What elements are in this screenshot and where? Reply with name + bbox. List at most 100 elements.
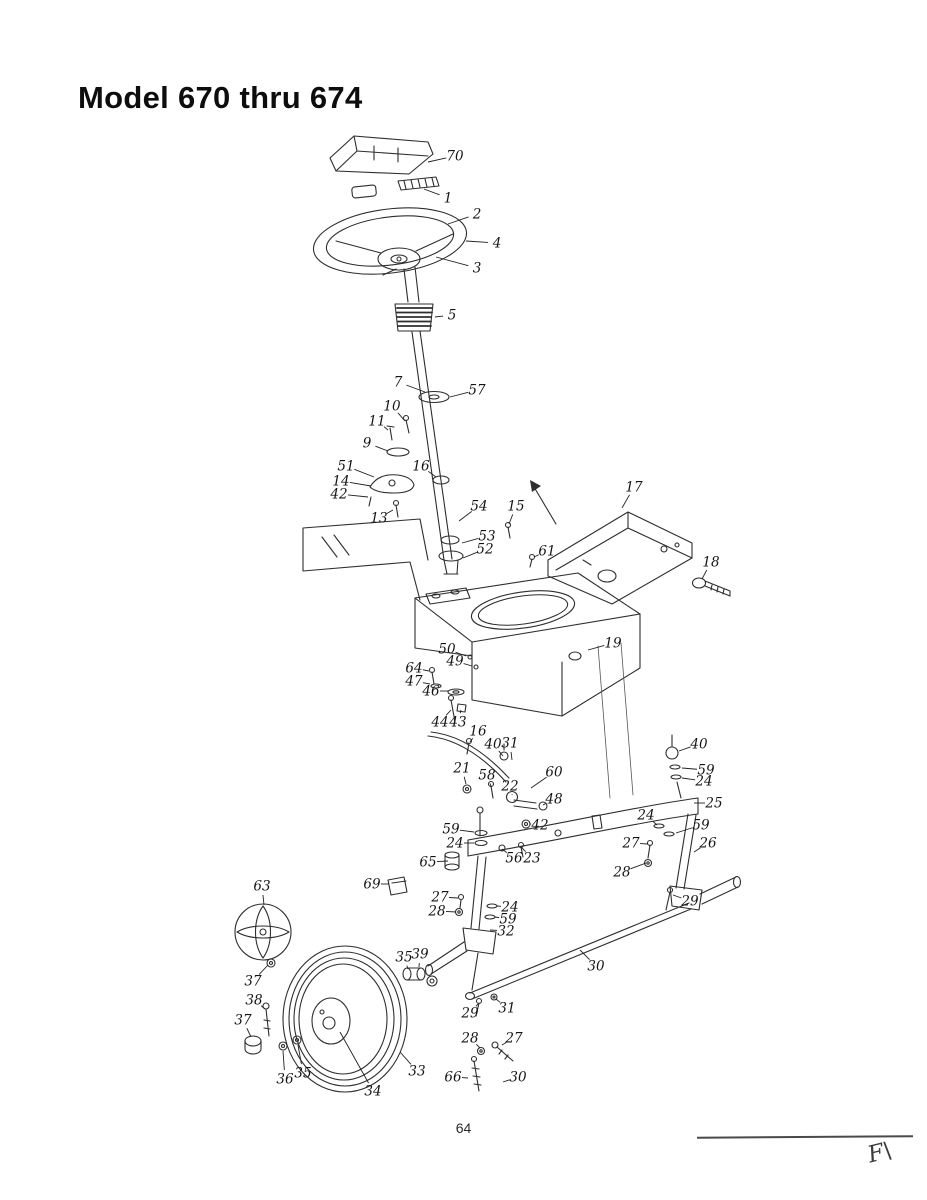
part-callout-54-69: 69	[363, 877, 381, 893]
leader-line-16-54	[458, 511, 473, 522]
leader-line-65-35	[406, 965, 409, 970]
page-number: 64	[455, 1120, 472, 1136]
leader-line-32-40	[498, 750, 504, 757]
part-callout-44-59: 59	[442, 822, 460, 838]
leader-line-26-64	[422, 669, 430, 672]
part-callout-4-3: 3	[473, 261, 482, 277]
leader-line-19-52	[462, 551, 477, 559]
leader-line-25-49	[463, 663, 473, 667]
part-callout-1-1: 1	[444, 191, 453, 207]
part-callout-76-66: 66	[444, 1070, 462, 1086]
leader-line-23-19	[587, 644, 605, 651]
part-callout-15-16: 16	[412, 459, 430, 475]
leader-line-12-14	[349, 482, 372, 487]
drag-link	[427, 731, 548, 829]
part-callout-23-19: 19	[604, 636, 622, 652]
part-callout-51-23: 23	[522, 851, 540, 867]
part-callout-36-22: 22	[500, 779, 518, 795]
leader-line-13-42	[347, 494, 369, 498]
part-callout-14-13: 13	[370, 511, 387, 527]
part-callout-35-58: 58	[478, 768, 496, 784]
leader-line-1-1	[423, 188, 440, 196]
leader-line-17-15	[508, 514, 514, 525]
leader-line-27-47	[422, 682, 431, 685]
part-callout-13-42: 42	[329, 487, 347, 503]
leader-line-3-4	[465, 240, 489, 243]
steering-boot-part5	[394, 303, 434, 332]
leader-line-37-60	[530, 776, 547, 789]
leader-line-30-43	[459, 709, 462, 714]
hub-cap-part63	[234, 903, 292, 968]
part-callout-67-30: 30	[587, 959, 605, 975]
leader-line-74-28	[476, 1044, 481, 1049]
page-title: Model 670 thru 674	[78, 80, 363, 115]
part-callout-48-27: 27	[621, 836, 640, 852]
part-callout-17-15: 15	[507, 499, 524, 515]
part-callout-57-24: 24	[500, 900, 518, 916]
leader-line-46-24	[652, 820, 658, 826]
front-axle	[467, 797, 699, 858]
part-callout-45-24: 24	[445, 836, 463, 852]
leader-line-5-5	[434, 315, 444, 318]
steering-shaft	[411, 330, 453, 561]
leader-line-34-21	[463, 776, 467, 785]
shaft-hardware	[368, 414, 512, 575]
leader-line-24-50	[455, 651, 467, 657]
support-bracket-part17	[528, 511, 693, 605]
part-callout-66-39: 39	[411, 947, 429, 963]
part-callout-72-34: 34	[364, 1084, 381, 1100]
part-callout-63-38: 38	[245, 993, 263, 1009]
leader-line-69-31	[495, 998, 501, 1003]
direction-arrow	[530, 480, 557, 525]
leader-line-75-27	[501, 1042, 507, 1046]
bolt-part18	[691, 577, 731, 597]
part-callout-0-70: 70	[446, 149, 464, 165]
part-callout-43-42: 42	[530, 818, 548, 834]
part-callout-70-36: 36	[276, 1072, 294, 1088]
part-callout-68-29: 29	[460, 1006, 479, 1022]
leader-line-15-16	[427, 470, 437, 478]
leader-line-44-59	[459, 829, 475, 833]
part-callout-24-50: 50	[438, 642, 456, 658]
part-callout-56-28: 28	[427, 904, 446, 920]
part-callout-38-48: 48	[544, 792, 563, 808]
leader-line-67-30	[579, 949, 590, 960]
leader-line-20-17	[621, 494, 630, 509]
part-callout-28-46: 46	[421, 684, 440, 700]
part-callout-60-29: 29	[680, 894, 699, 910]
leader-line-39-40	[678, 746, 691, 752]
leader-line-58-59	[494, 916, 500, 919]
part-callout-74-28: 28	[460, 1031, 479, 1047]
part-callout-11-51: 51	[337, 459, 354, 475]
leader-line-52-65	[436, 860, 449, 862]
part-callout-46-24: 24	[636, 808, 654, 824]
part-callout-61-63: 63	[253, 879, 270, 895]
part-callout-47-59: 59	[692, 818, 710, 834]
leader-line-33-31	[510, 751, 513, 761]
leader-line-68-29	[475, 1003, 479, 1007]
leader-line-22-18	[701, 569, 708, 580]
part-callout-10-9: 9	[363, 436, 372, 452]
part-callout-53-28: 28	[612, 865, 631, 881]
frame-console	[302, 518, 641, 799]
leader-line-61-63	[262, 894, 265, 906]
steering-wheel	[312, 207, 468, 303]
part-callout-34-21: 21	[452, 761, 470, 777]
part-callout-6-7: 7	[394, 375, 403, 391]
leader-line-4-3	[435, 256, 469, 267]
part-callout-32-40: 40	[483, 737, 502, 753]
part-callout-77-30: 30	[509, 1070, 527, 1086]
leader-line-63-38	[260, 1005, 266, 1010]
part-callout-2-2: 2	[472, 207, 482, 223]
leader-line-29-44	[445, 709, 452, 716]
leader-line-77-30	[502, 1079, 510, 1083]
leader-line-55-27	[448, 897, 459, 899]
frame-hardware	[428, 654, 479, 723]
part-callout-18-53: 53	[478, 529, 495, 545]
part-callout-71-35: 35	[294, 1066, 311, 1082]
right-spindle	[643, 734, 742, 911]
leader-line-9-11	[383, 426, 389, 431]
part-callout-50-56: 56	[505, 851, 523, 867]
